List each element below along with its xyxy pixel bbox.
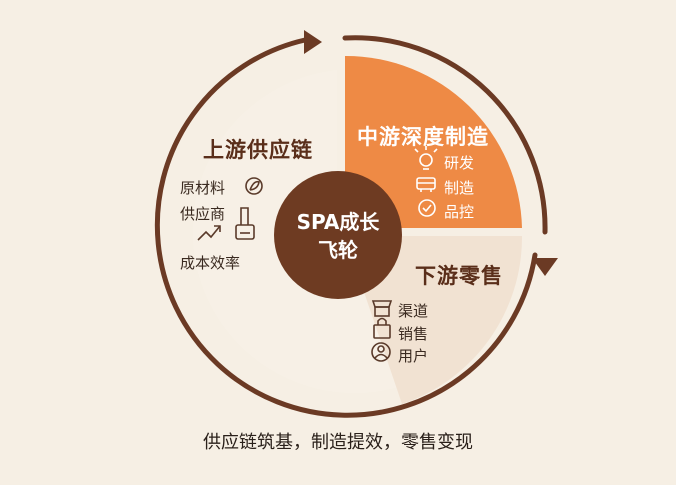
user-icon (371, 342, 391, 362)
center-title-line2: 飞轮 (318, 238, 358, 262)
leaf-circle-icon (245, 177, 263, 195)
downstream-item-users: 用户 (398, 347, 429, 365)
lightbulb-icon (414, 146, 438, 170)
bag-icon (373, 317, 391, 339)
upstream-item-cost-efficiency: 成本效率 (180, 254, 241, 272)
outer-ring-top-right (342, 35, 548, 235)
midstream-item-rnd: 研发 (444, 154, 475, 172)
center-title-line1: SPA成长 (296, 210, 380, 234)
downstream-title: 下游零售 (415, 264, 503, 288)
midstream-item-quality-control: 品控 (444, 203, 475, 221)
center-hub (274, 171, 402, 299)
midstream-item-manufacturing: 制造 (444, 179, 475, 197)
outer-ring-left (154, 37, 538, 418)
ring-arrowhead-right (532, 258, 558, 276)
midstream-segment (345, 55, 522, 228)
upstream-item-suppliers: 供应商 (180, 205, 226, 223)
downstream-segment (345, 236, 523, 404)
downstream-item-sales: 销售 (398, 325, 429, 343)
machine-icon (416, 177, 436, 192)
upstream-item-raw-materials: 原材料 (180, 179, 226, 197)
factory-icon (235, 207, 255, 240)
ring-arrowhead-top (304, 30, 322, 54)
upstream-title: 上游供应链 (203, 138, 313, 162)
midstream-title: 中游深度制造 (357, 125, 489, 149)
caption: 供应链筑基，制造提效，零售变现 (203, 432, 473, 453)
downstream-item-channels: 渠道 (398, 302, 429, 320)
trend-up-icon (197, 225, 221, 241)
check-circle-icon (418, 199, 436, 217)
store-icon (371, 300, 393, 317)
